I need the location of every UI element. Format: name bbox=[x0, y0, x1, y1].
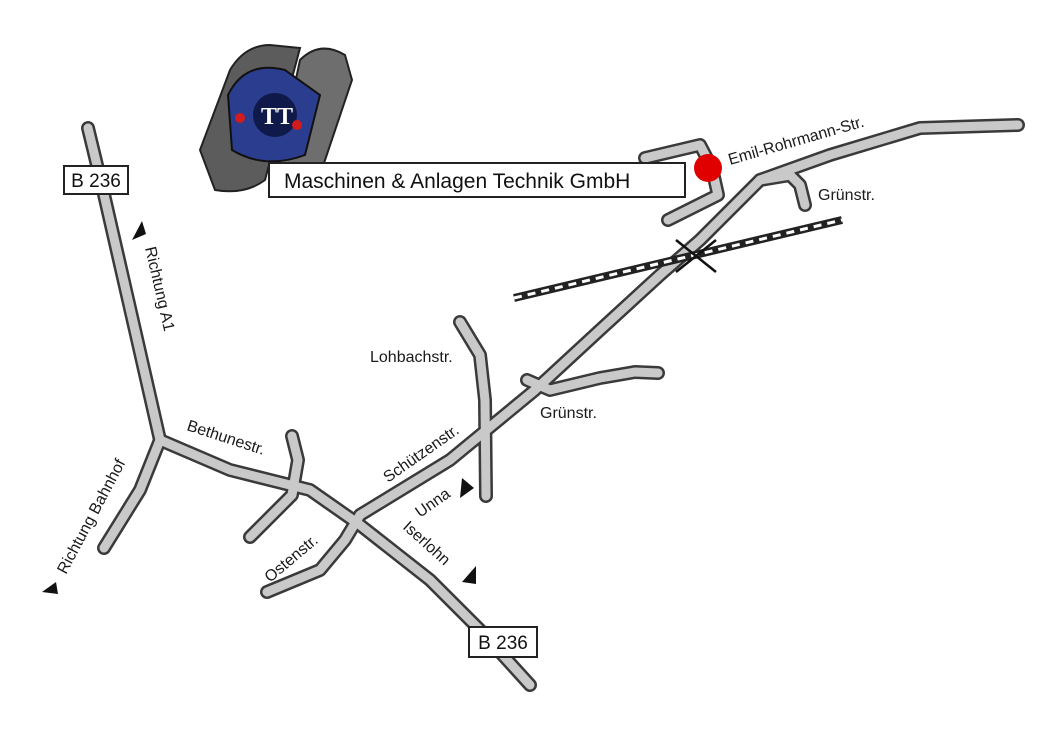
label-gruenstr-lower: Grünstr. bbox=[540, 405, 597, 422]
road-sign-b236-bottom: B 236 bbox=[468, 626, 538, 658]
company-name-box: Maschinen & Anlagen Technik GmbH bbox=[268, 162, 686, 198]
arrow-unna-icon bbox=[460, 478, 474, 498]
label-unna: Unna bbox=[413, 485, 454, 521]
arrow-bahnhof-icon bbox=[42, 582, 58, 594]
label-lohbachstr: Lohbachstr. bbox=[370, 349, 453, 366]
railway-line bbox=[513, 216, 843, 302]
company-location-marker-icon bbox=[694, 154, 722, 182]
arrow-iserlohn-icon bbox=[462, 566, 476, 584]
company-logo-icon: TT bbox=[198, 43, 354, 193]
label-gruenstr-upper: Grünstr. bbox=[818, 187, 875, 204]
arrow-a1-icon bbox=[132, 221, 146, 240]
logo-text: TT bbox=[261, 104, 293, 130]
label-richtung-a1: Richtung A1 bbox=[141, 245, 177, 333]
railway-crossing-icon bbox=[675, 239, 717, 273]
road-sign-b236-top: B 236 bbox=[63, 165, 129, 195]
